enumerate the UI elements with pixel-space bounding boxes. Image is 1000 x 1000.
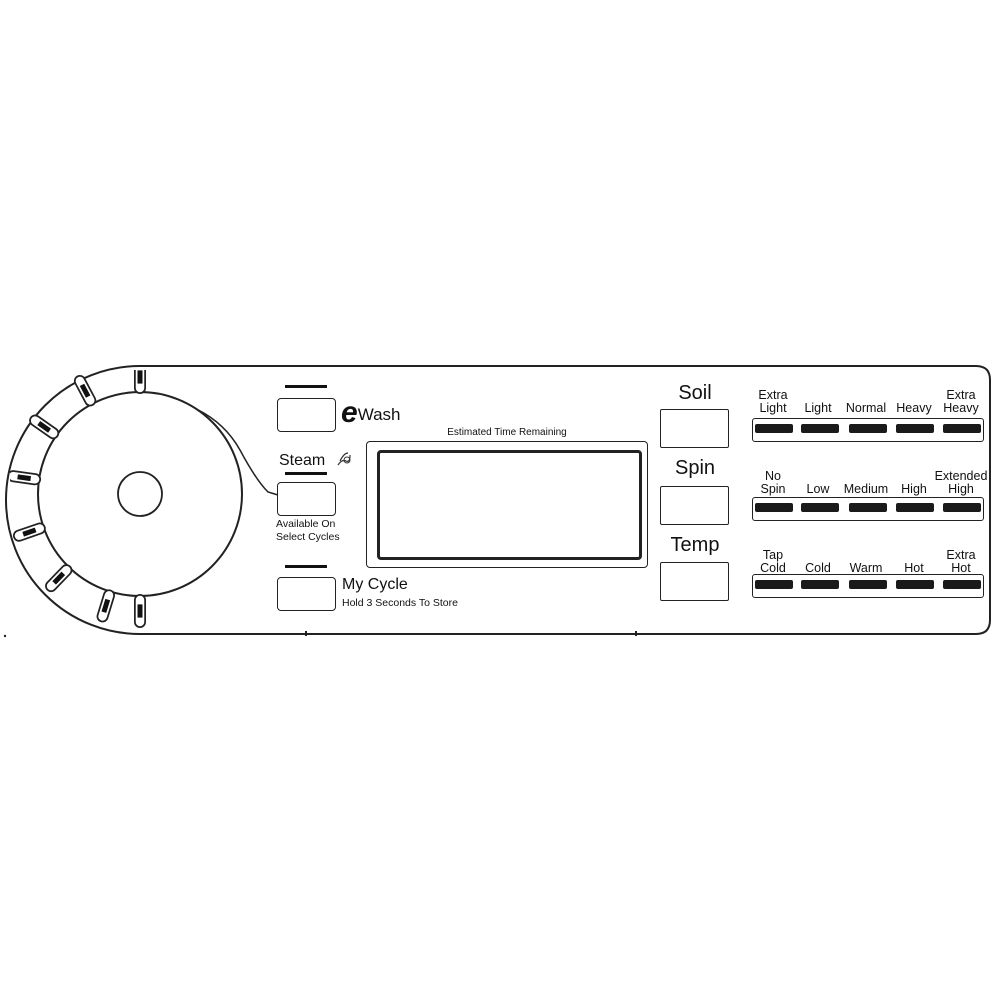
steam-note-line2: Select Cycles — [276, 531, 340, 543]
dial-indicator-led — [52, 571, 66, 585]
spin-option-line1: No — [765, 469, 781, 483]
spin-option-led — [896, 503, 934, 512]
spin-option-line2: High — [948, 482, 974, 496]
spin-option-led — [755, 503, 793, 512]
temp-option-led — [801, 580, 839, 589]
display-title: Estimated Time Remaining — [447, 427, 567, 438]
soil-option-line2: Light — [759, 401, 787, 415]
spin-option-led — [849, 503, 887, 512]
spin-option-label: Low — [788, 470, 848, 496]
temp-option-line1: Extra — [946, 548, 976, 562]
steam-indicator — [285, 472, 327, 475]
soil-option-line2: Heavy — [896, 401, 932, 415]
spin-option-label: High — [884, 470, 944, 496]
mycycle-indicator — [285, 565, 327, 568]
soil-option-led — [896, 424, 934, 433]
soil-option-led — [801, 424, 839, 433]
soil-option-label: Normal — [836, 389, 896, 415]
soil-option-line2: Heavy — [943, 401, 979, 415]
steam-note: Available On Select Cycles — [276, 518, 340, 544]
dial-cycle-indicators — [10, 370, 146, 628]
steam-button[interactable] — [277, 482, 336, 516]
temp-option-led — [943, 580, 981, 589]
spin-option-line2: Low — [806, 482, 830, 496]
temp-option-led — [849, 580, 887, 589]
soil-option-led — [755, 424, 793, 433]
soil-option-line1: Extra — [946, 388, 976, 402]
cycle-selector-dial[interactable] — [10, 370, 250, 630]
soil-option-line2: Normal — [845, 401, 887, 415]
spin-option-led — [943, 503, 981, 512]
temp-option-line2: Cold — [760, 561, 786, 575]
mycycle-button[interactable] — [277, 577, 336, 611]
temp-option-line2: Hot — [904, 561, 924, 575]
steam-note-line1: Available On — [276, 518, 336, 530]
spin-option-line2: High — [901, 482, 927, 496]
temp-label: Temp — [670, 534, 720, 556]
spin-option-line1: Extended — [934, 469, 988, 483]
temp-button[interactable] — [660, 562, 729, 601]
dial-indicator-led — [17, 474, 32, 482]
temp-option-led — [755, 580, 793, 589]
time-display-screen — [377, 450, 642, 560]
temp-option-label: Hot — [884, 549, 944, 575]
ewash-prefix: e — [341, 396, 358, 429]
temp-option-led — [896, 580, 934, 589]
soil-button[interactable] — [660, 409, 729, 448]
mycycle-note: Hold 3 Seconds To Store — [342, 597, 458, 609]
spin-label: Spin — [674, 457, 716, 479]
spin-option-led — [801, 503, 839, 512]
mycycle-label: My Cycle — [342, 576, 408, 593]
ewash-indicator — [285, 385, 327, 388]
soil-option-label: Heavy — [884, 389, 944, 415]
soil-option-line1: Extra — [758, 388, 788, 402]
soil-option-led — [943, 424, 981, 433]
temp-option-label: Warm — [836, 549, 896, 575]
temp-option-label: Cold — [788, 549, 848, 575]
soil-option-led — [849, 424, 887, 433]
ewash-text: Wash — [357, 405, 401, 424]
ewash-button[interactable] — [277, 398, 336, 432]
soil-label: Soil — [678, 382, 712, 404]
temp-option-line1: Tap — [762, 548, 784, 562]
spin-option-line2: Medium — [843, 482, 889, 496]
ewash-label: eWash — [341, 396, 401, 430]
cycle-selector-knob[interactable] — [117, 471, 163, 517]
spin-button[interactable] — [660, 486, 729, 525]
spin-option-label: Medium — [836, 470, 896, 496]
soil-option-line2: Light — [804, 401, 832, 415]
temp-option-line2: Warm — [849, 561, 883, 575]
steam-icon — [337, 452, 351, 466]
soil-option-label: Light — [788, 389, 848, 415]
spin-option-line2: Spin — [760, 482, 786, 496]
dial-indicator-led — [101, 598, 111, 613]
time-display-frame — [366, 441, 648, 568]
dial-indicator-led — [37, 421, 51, 433]
temp-option-line2: Hot — [951, 561, 971, 575]
temp-option-line2: Cold — [805, 561, 831, 575]
dial-indicator-led — [79, 383, 91, 398]
steam-label: Steam — [279, 452, 326, 469]
dial-indicator-led — [22, 527, 37, 537]
